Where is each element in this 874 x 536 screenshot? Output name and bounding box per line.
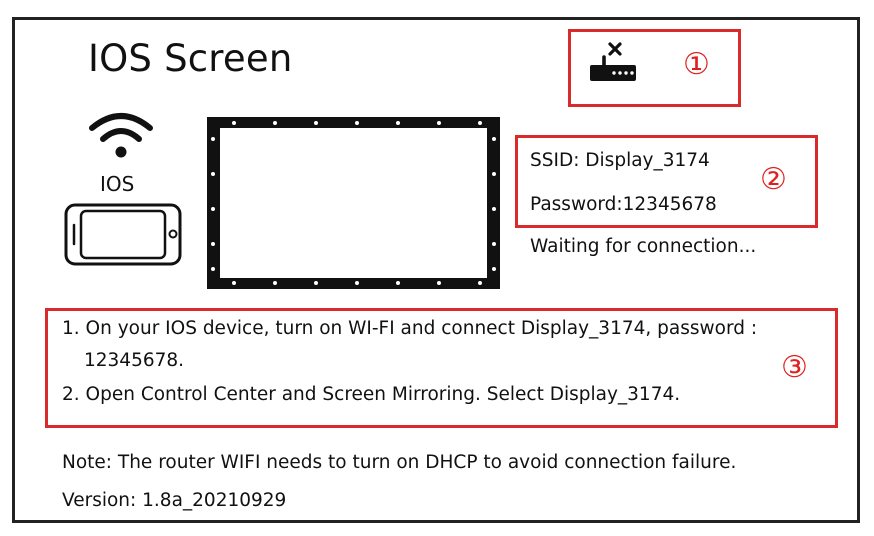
grommet: [492, 172, 496, 176]
grommet: [437, 281, 441, 285]
grommet: [478, 121, 482, 125]
grommet: [211, 137, 215, 141]
wifi-icon: [88, 110, 154, 162]
instruction-step-1-continued: 12345678.: [84, 350, 185, 371]
phone-icon: [64, 203, 182, 266]
password-text: Password:12345678: [530, 194, 717, 215]
note-text: Note: The router WIFI needs to turn on D…: [62, 452, 737, 473]
grommet: [211, 207, 215, 211]
grommet: [396, 281, 400, 285]
ssid-text: SSID: Display_3174: [530, 150, 710, 171]
router-status-box: [568, 29, 741, 107]
credentials-box: [515, 135, 818, 228]
page-title: IOS Screen: [88, 37, 293, 80]
marker-3: ③: [781, 350, 808, 385]
instructions-box: [45, 308, 838, 428]
router-disconnected-icon: [586, 40, 642, 90]
ios-label: IOS: [100, 172, 135, 196]
grommet: [232, 281, 236, 285]
grommet: [492, 267, 496, 271]
grommet: [396, 121, 400, 125]
instruction-step-2: 2. Open Control Center and Screen Mirror…: [62, 384, 681, 405]
grommet: [492, 207, 496, 211]
version-text: Version: 1.8a_20210929: [62, 490, 287, 511]
grommet: [211, 267, 215, 271]
grommet: [355, 281, 359, 285]
mirror-screen: [207, 117, 500, 289]
grommet: [492, 137, 496, 141]
grommet: [314, 121, 318, 125]
grommet: [355, 121, 359, 125]
grommet: [273, 121, 277, 125]
grommet: [437, 121, 441, 125]
marker-2: ②: [760, 162, 787, 197]
connection-status: Waiting for connection...: [530, 236, 757, 257]
grommet: [314, 281, 318, 285]
grommet: [273, 281, 277, 285]
instruction-step-1: 1. On your IOS device, turn on WI-FI and…: [62, 318, 758, 339]
grommet: [478, 281, 482, 285]
grommet: [492, 242, 496, 246]
mirror-screen-display: [220, 128, 487, 278]
grommet: [211, 172, 215, 176]
grommet: [232, 121, 236, 125]
marker-1: ①: [683, 47, 710, 82]
grommet: [211, 242, 215, 246]
main-frame: [12, 17, 860, 523]
